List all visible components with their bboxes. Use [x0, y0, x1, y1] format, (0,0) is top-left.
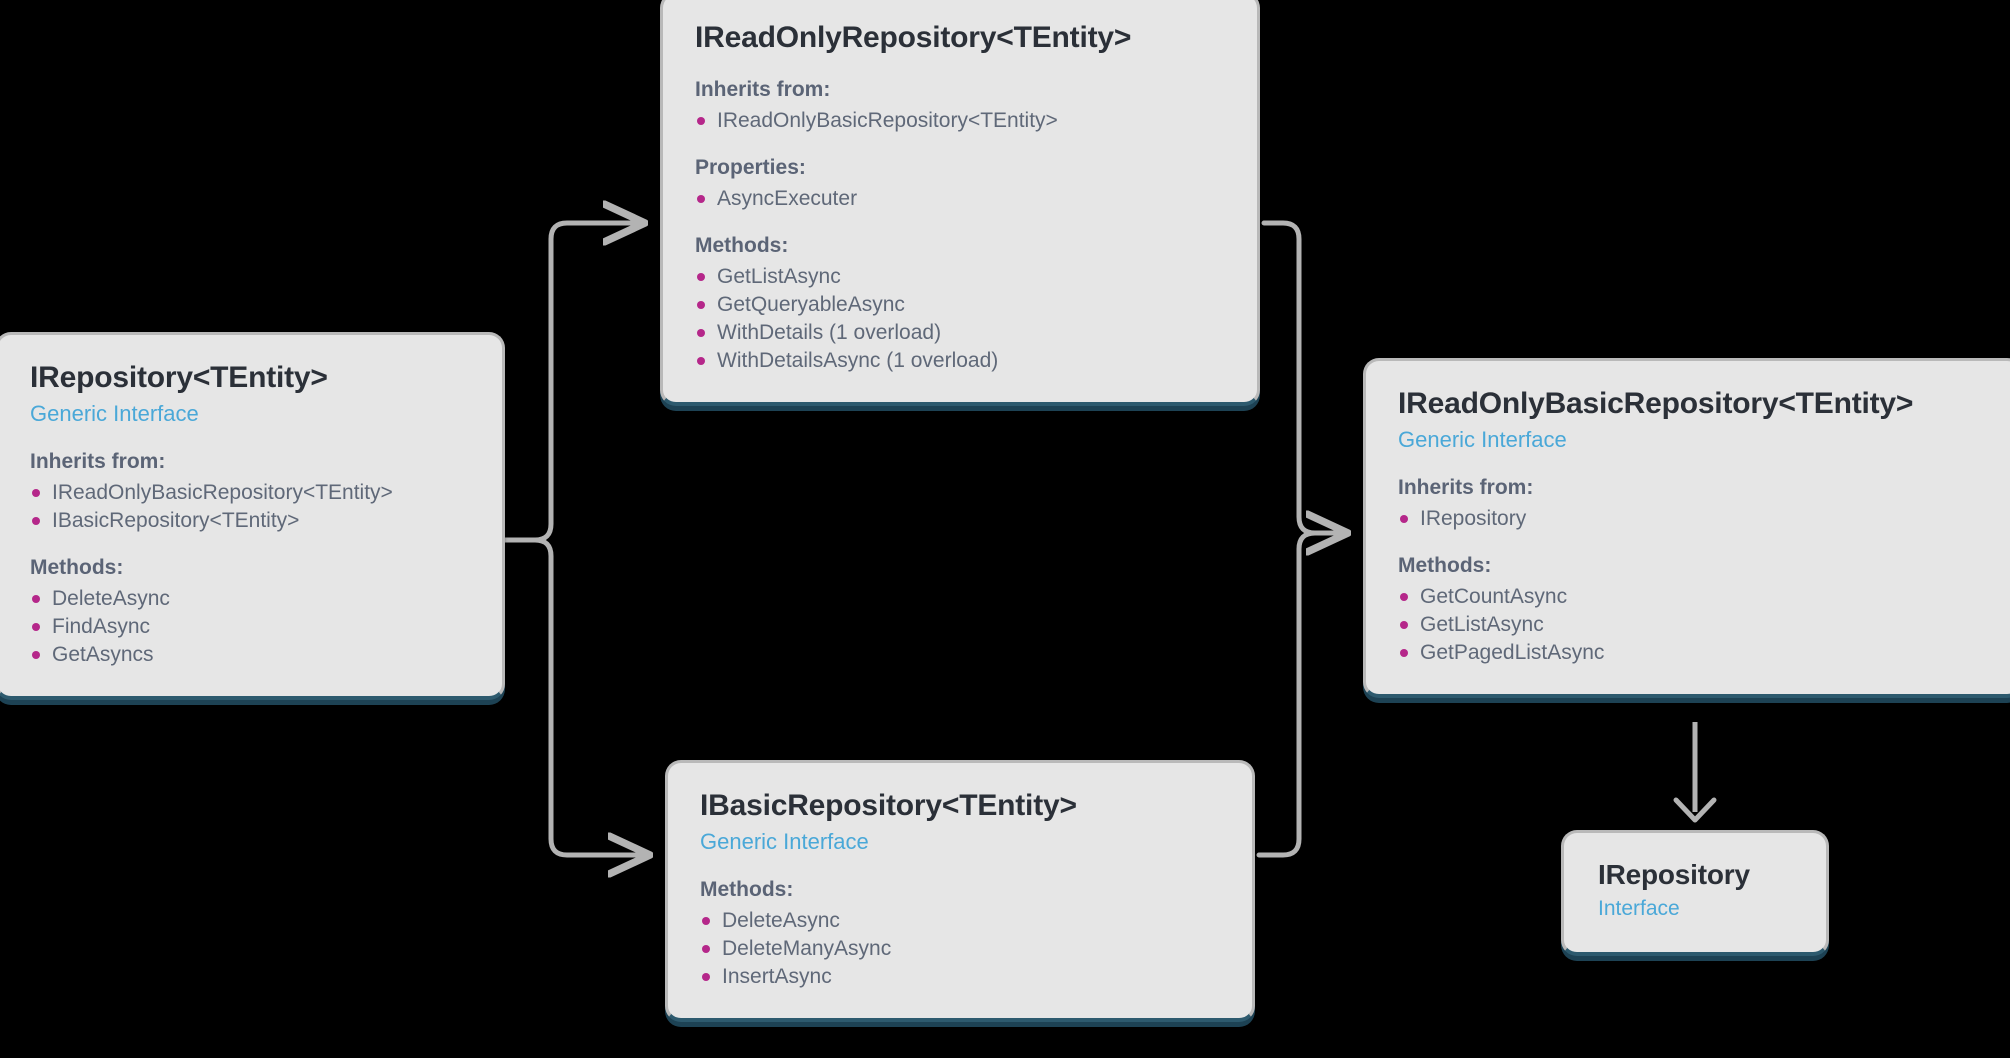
section-item-list: IReadOnlyBasicRepository<TEntity> [695, 108, 1227, 134]
card-title: IRepository [1598, 859, 1750, 890]
list-item-label: DeleteAsync [722, 909, 840, 933]
section-heading: Inherits from: [695, 77, 831, 101]
card-title: IRepository<TEntity> [30, 361, 328, 394]
bullet-icon [702, 917, 710, 926]
arrowhead-to-irepository [1673, 797, 1717, 823]
bullet-icon [32, 489, 40, 498]
section-heading: Inherits from: [1398, 476, 1534, 500]
card-section-inherits: Inherits from: IReadOnlyBasicRepository<… [695, 78, 1227, 134]
list-item: GetAsyncs [30, 642, 472, 668]
section-item-list: DeleteAsync DeleteManyAsync InsertAsync [700, 908, 1222, 990]
list-item-label: AsyncExecuter [717, 186, 858, 210]
bullet-icon [697, 116, 705, 125]
class-card-ireadonlybasicrepository[interactable]: IReadOnlyBasicRepository<TEntity> Generi… [1363, 358, 2010, 699]
list-item-label: IBasicRepository<TEntity> [52, 509, 300, 533]
bullet-icon [1400, 649, 1408, 658]
bullet-icon [32, 595, 40, 604]
section-item-list: DeleteAsync FindAsync GetAsyncs [30, 586, 472, 668]
list-item: IReadOnlyBasicRepository<TEntity> [695, 108, 1227, 134]
list-item-label: GetCountAsync [1420, 585, 1568, 609]
bullet-icon [32, 517, 40, 526]
connector-irepository-to-ireadonlyrepository [502, 223, 640, 543]
connector-ireadonlyrepository-to-ireadonlybasicrepository [1261, 220, 1343, 533]
bullet-icon [1400, 621, 1408, 630]
list-item: GetQueryableAsync [695, 292, 1227, 318]
list-item: AsyncExecuter [695, 186, 1227, 212]
bullet-icon [32, 651, 40, 660]
list-item-label: GetListAsync [1420, 613, 1544, 637]
list-item-label: FindAsync [52, 615, 151, 639]
section-item-list: IReadOnlyBasicRepository<TEntity> IBasic… [30, 480, 472, 534]
bullet-icon [1400, 593, 1408, 602]
list-item: DeleteManyAsync [700, 936, 1222, 962]
list-item: DeleteAsync [700, 908, 1222, 934]
list-item: GetListAsync [1398, 612, 1990, 638]
bullet-icon [1400, 515, 1408, 524]
section-item-list: IRepository [1398, 506, 1990, 532]
card-section-methods: Methods: DeleteAsync FindAsync GetAsyncs [30, 556, 472, 668]
list-item: WithDetailsAsync (1 overload) [695, 348, 1227, 374]
bullet-icon [702, 973, 710, 982]
list-item: GetPagedListAsync [1398, 640, 1990, 666]
list-item: FindAsync [30, 614, 472, 640]
class-card-irepository-generic[interactable]: IRepository<TEntity> Generic Interface I… [0, 332, 505, 701]
card-section-inherits: Inherits from: IReadOnlyBasicRepository<… [30, 450, 472, 534]
bullet-icon [697, 356, 705, 365]
card-subtitle: Generic Interface [700, 828, 869, 854]
class-card-ireadonlyrepository[interactable]: IReadOnlyRepository<TEntity> Inherits fr… [660, 0, 1260, 406]
card-subtitle: Interface [1598, 897, 1680, 921]
section-item-list: AsyncExecuter [695, 186, 1227, 212]
card-section-properties: Properties: AsyncExecuter [695, 156, 1227, 212]
bullet-icon [702, 945, 710, 954]
class-card-ibasicrepository[interactable]: IBasicRepository<TEntity> Generic Interf… [665, 760, 1255, 1023]
section-heading: Methods: [30, 556, 124, 580]
section-item-list: GetListAsync GetQueryableAsync WithDetai… [695, 264, 1227, 374]
list-item: IReadOnlyBasicRepository<TEntity> [30, 480, 472, 506]
card-section-methods: Methods: GetListAsync GetQueryableAsync … [695, 234, 1227, 374]
section-heading: Properties: [695, 155, 806, 179]
list-item: IBasicRepository<TEntity> [30, 508, 472, 534]
list-item: GetCountAsync [1398, 584, 1990, 610]
bullet-icon [697, 300, 705, 309]
list-item-label: IRepository [1420, 507, 1527, 531]
list-item: InsertAsync [700, 964, 1222, 990]
list-item-label: DeleteAsync [52, 587, 170, 611]
list-item-label: GetListAsync [717, 264, 841, 288]
bullet-icon [697, 328, 705, 337]
card-section-inherits: Inherits from: IRepository [1398, 476, 1990, 532]
card-title: IReadOnlyRepository<TEntity> [695, 21, 1132, 54]
card-section-methods: Methods: DeleteAsync DeleteManyAsync Ins… [700, 878, 1222, 990]
card-title: IReadOnlyBasicRepository<TEntity> [1398, 387, 1914, 420]
list-item: GetListAsync [695, 264, 1227, 290]
list-item-label: GetQueryableAsync [717, 292, 905, 316]
list-item-label: InsertAsync [722, 965, 832, 989]
card-section-methods: Methods: GetCountAsync GetListAsync GetP… [1398, 554, 1990, 666]
card-subtitle: Generic Interface [1398, 426, 1567, 452]
list-item-label: WithDetailsAsync (1 overload) [717, 348, 999, 372]
card-title: IBasicRepository<TEntity> [700, 789, 1077, 822]
list-item-label: GetPagedListAsync [1420, 641, 1605, 665]
section-heading: Methods: [695, 233, 789, 257]
list-item-label: WithDetails (1 overload) [717, 320, 942, 344]
list-item-label: IReadOnlyBasicRepository<TEntity> [52, 481, 393, 505]
list-item: DeleteAsync [30, 586, 472, 612]
card-subtitle: Generic Interface [30, 400, 199, 426]
section-heading: Inherits from: [30, 450, 166, 474]
list-item-label: GetAsyncs [52, 643, 154, 667]
section-heading: Methods: [700, 878, 794, 902]
connector-ibasicrepository-to-ireadonlybasicrepository [1256, 530, 1346, 858]
section-item-list: GetCountAsync GetListAsync GetPagedListA… [1398, 584, 1990, 666]
section-heading: Methods: [1398, 554, 1492, 578]
list-item: IRepository [1398, 506, 1990, 532]
list-item-label: DeleteManyAsync [722, 937, 892, 961]
bullet-icon [697, 272, 705, 281]
connector-irepository-to-ibasicrepository [502, 537, 645, 855]
bullet-icon [32, 623, 40, 632]
list-item: WithDetails (1 overload) [695, 320, 1227, 346]
bullet-icon [697, 194, 705, 203]
list-item-label: IReadOnlyBasicRepository<TEntity> [717, 108, 1058, 132]
class-card-irepository-plain[interactable]: IRepository Interface [1561, 830, 1829, 957]
